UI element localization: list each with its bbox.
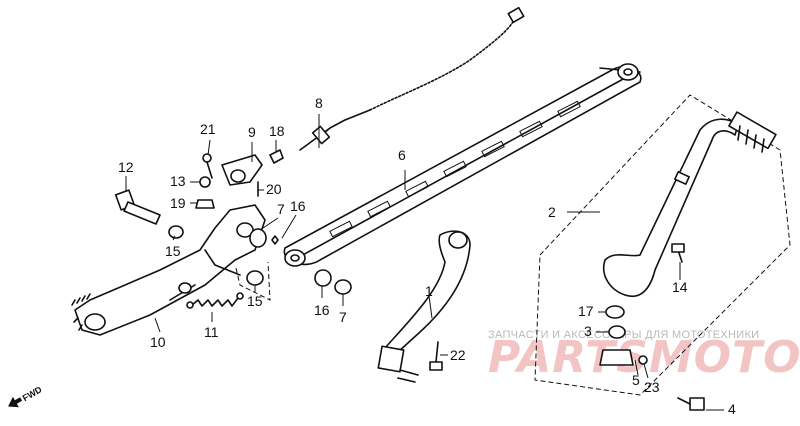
callout-6: 6 bbox=[398, 147, 406, 163]
brake-arm-hardware bbox=[195, 149, 284, 209]
kick-starter-part bbox=[603, 111, 777, 297]
callout-2: 2 bbox=[548, 204, 556, 220]
callout-18: 18 bbox=[269, 123, 285, 139]
callout-9: 9 bbox=[248, 124, 256, 140]
callout-23: 23 bbox=[644, 379, 660, 395]
callout-15-upper: 15 bbox=[165, 243, 181, 259]
callout-7-lower: 7 bbox=[339, 309, 347, 325]
callout-17: 17 bbox=[578, 303, 594, 319]
callout-16-upper: 16 bbox=[290, 198, 306, 214]
callout-22: 22 bbox=[450, 347, 466, 363]
callout-1: 1 bbox=[425, 283, 433, 299]
bolt-22-part bbox=[429, 341, 443, 371]
leader-lines bbox=[125, 114, 724, 411]
fwd-label: FWD bbox=[21, 384, 44, 403]
callout-14: 14 bbox=[672, 279, 688, 295]
spring-part bbox=[186, 292, 244, 309]
brake-pedal-part bbox=[71, 204, 266, 336]
frame-spring-group bbox=[235, 261, 271, 301]
kick-arm-part bbox=[377, 230, 471, 383]
washers-and-seals bbox=[168, 225, 352, 295]
swing-arm-part bbox=[283, 63, 642, 267]
callout-4: 4 bbox=[728, 401, 736, 417]
kick-starter-hardware bbox=[599, 243, 705, 411]
callout-11: 11 bbox=[204, 324, 219, 340]
callout-12: 12 bbox=[118, 159, 134, 175]
callout-13: 13 bbox=[170, 173, 186, 189]
callout-15-lower: 15 bbox=[247, 293, 263, 309]
callout-20: 20 bbox=[266, 181, 282, 197]
fwd-direction-marker: FWD bbox=[8, 384, 44, 408]
cable-part bbox=[299, 6, 525, 151]
callout-labels: 1 2 3 4 5 6 7 7 8 9 10 11 12 13 14 15 15… bbox=[118, 95, 736, 417]
callout-7-upper: 7 bbox=[277, 201, 285, 217]
fwd-arrow-icon bbox=[8, 396, 23, 408]
callout-19: 19 bbox=[170, 195, 186, 211]
frame-kick-starter-group bbox=[534, 94, 791, 396]
callout-16-lower: 16 bbox=[314, 302, 330, 318]
group-frames bbox=[235, 94, 791, 396]
callout-5: 5 bbox=[632, 372, 640, 388]
callout-21: 21 bbox=[200, 121, 216, 137]
callout-8: 8 bbox=[315, 95, 323, 111]
callout-3: 3 bbox=[584, 323, 592, 339]
callout-10: 10 bbox=[150, 334, 166, 350]
pivot-bolt-part bbox=[114, 189, 161, 225]
